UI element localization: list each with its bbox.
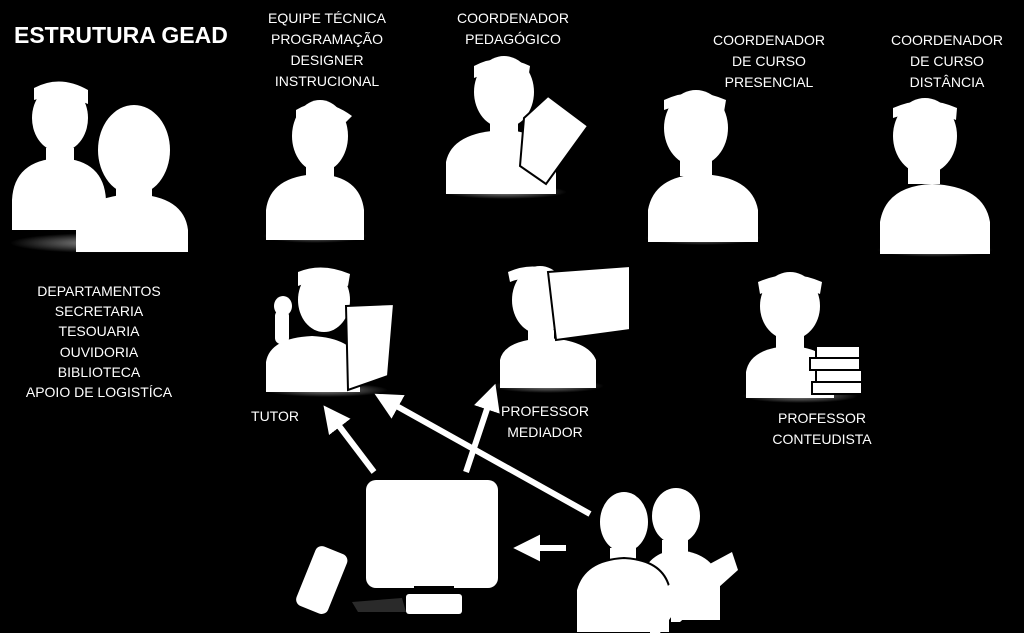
label-line: DESIGNER — [290, 52, 364, 68]
label-line: PROGRAMAÇÃO — [270, 31, 383, 47]
label-tutor: TUTOR — [240, 406, 310, 427]
label-line: DISTÂNCIA — [909, 74, 985, 90]
arrow-to-tutor-from-students — [374, 393, 592, 517]
label-professor-conteudista: PROFESSOR CONTEUDISTA — [762, 408, 882, 450]
label-line: COORDENADOR — [890, 32, 1003, 48]
label-coordenador-presencial: COORDENADOR DE CURSO PRESENCIAL — [698, 30, 840, 93]
label-coordenador-distancia: COORDENADOR DE CURSO DISTÂNCIA — [876, 30, 1018, 93]
label-line: CONTEUDISTA — [772, 431, 872, 447]
label-line: MEDIADOR — [507, 424, 583, 440]
label-line: PROFESSOR — [778, 410, 866, 426]
label-departamentos: DEPARTAMENTOS SECRETARIA TESOUARIA OUVID… — [18, 281, 180, 402]
label-line: DE CURSO — [732, 53, 806, 69]
label-equipe-tecnica: EQUIPE TÉCNICA PROGRAMAÇÃO DESIGNER INST… — [252, 8, 402, 92]
label-line: APOIO DE LOGISTÍCA — [25, 384, 173, 401]
two-people-icon — [10, 81, 190, 253]
diagram-title: ESTRUTURA GEAD — [14, 22, 228, 48]
person-icon — [263, 100, 367, 243]
label-line: DEPARTAMENTOS — [37, 283, 161, 299]
person-icon — [645, 90, 761, 245]
smartphone-icon — [296, 546, 348, 614]
label-line: TESOUARIA — [58, 323, 140, 340]
person-icon — [877, 98, 993, 257]
arrow-to-tutor — [323, 405, 377, 474]
person-with-books-icon — [742, 272, 863, 403]
label-line: BIBLIOTECA — [57, 363, 141, 380]
connection-arrows — [323, 383, 592, 562]
label-line: TUTOR — [251, 408, 299, 424]
label-line: SECRETARIA — [54, 303, 144, 320]
person-with-board-icon — [492, 264, 631, 393]
label-line: EQUIPE TÉCNICA — [268, 10, 386, 26]
arrow-to-mediador — [463, 383, 500, 473]
label-coordenador-pedagogico: COORDENADOR PEDAGÓGICO — [442, 8, 584, 50]
students-icon — [575, 488, 738, 633]
label-line: PROFESSOR — [501, 403, 589, 419]
label-line: OUVIDORIA — [59, 343, 139, 360]
computer-monitor-icon — [352, 480, 498, 614]
label-line: COORDENADOR — [712, 32, 825, 48]
label-line: DE CURSO — [910, 53, 984, 69]
label-line: INSTRUCIONAL — [274, 73, 380, 89]
person-with-document-icon — [443, 56, 590, 199]
label-professor-mediador: PROFESSOR MEDIADOR — [490, 401, 600, 443]
label-line: COORDENADOR — [456, 10, 569, 26]
label-line: PRESENCIAL — [724, 74, 814, 90]
label-line: PEDAGÓGICO — [465, 31, 561, 47]
person-at-laptop-icon — [264, 267, 396, 397]
